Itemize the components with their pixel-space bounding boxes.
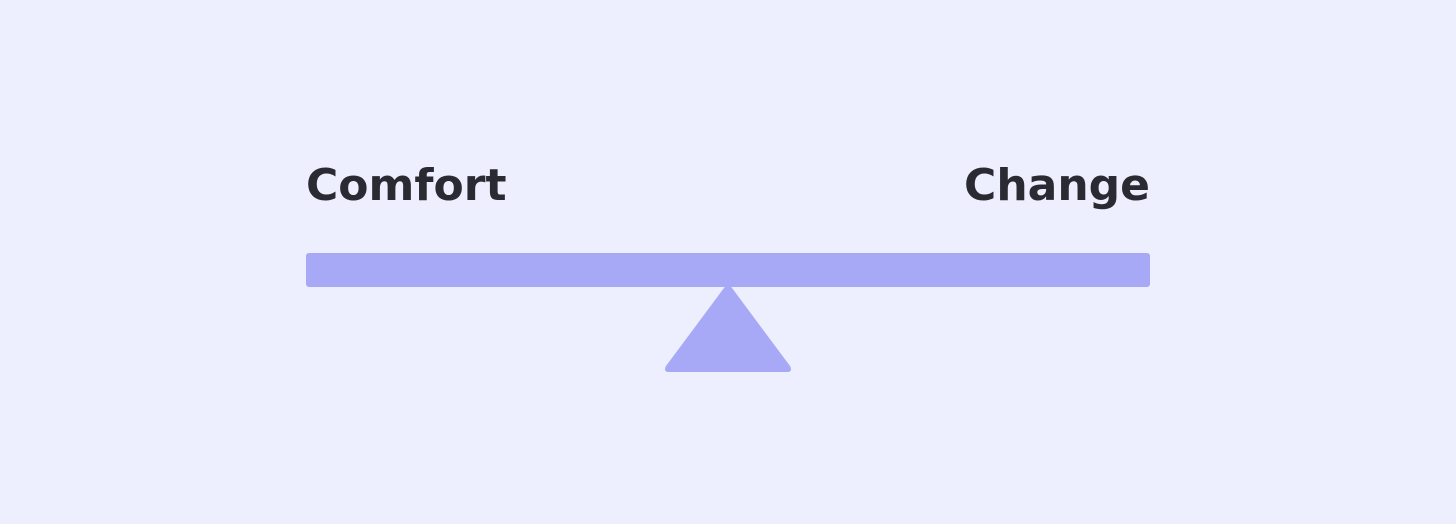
fulcrum-triangle-icon — [665, 285, 791, 372]
fulcrum-shape — [665, 285, 791, 372]
change-label: Change — [964, 160, 1150, 211]
comfort-label: Comfort — [306, 160, 507, 211]
seesaw-beam — [306, 253, 1150, 287]
